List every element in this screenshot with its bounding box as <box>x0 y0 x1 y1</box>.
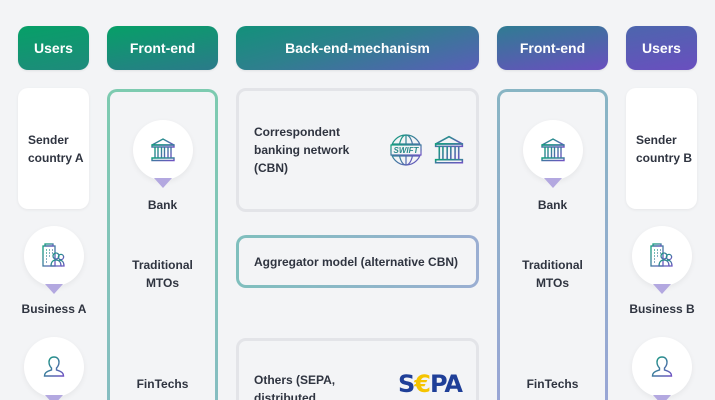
bank-a-label: Bank <box>147 198 178 212</box>
individual-a-circle <box>24 337 84 397</box>
sepa-tagline: Single Euro Payments Area <box>398 396 470 400</box>
bank-icon <box>149 137 177 163</box>
cbn-line1: Correspondent <box>254 125 341 139</box>
traditional-mtos-b-line1: Traditional <box>522 258 583 272</box>
fintechs-b-label: FinTechs <box>526 377 579 391</box>
sender-country-b-card: Sender country B <box>626 88 697 209</box>
cbn-line2: banking network <box>254 143 350 157</box>
sender-country-b-line2: country B <box>636 150 693 165</box>
sender-country-a-line2: country A <box>28 150 84 165</box>
business-people-icon <box>648 242 676 270</box>
business-b-label: Business B <box>629 302 695 316</box>
business-b-pointer <box>653 284 671 294</box>
bank-b-pointer <box>544 178 562 188</box>
sepa-logo: S€PA Single Euro Payments Area <box>398 372 470 400</box>
sender-country-b-line1: Sender <box>636 132 677 147</box>
swift-globe-icon: SWIFT <box>388 132 424 168</box>
business-a-label: Business A <box>21 302 87 316</box>
header-users-b: Users <box>626 26 697 70</box>
traditional-mtos-b-label: Traditional MTOs <box>497 256 608 292</box>
business-a-pointer <box>45 284 63 294</box>
aggregator-model-label: Aggregator model (alternative CBN) <box>254 254 459 269</box>
traditional-mtos-b-line2: MTOs <box>535 276 570 290</box>
others-card: Others (SEPA, distributed ledger technol… <box>236 338 479 400</box>
others-line1: Others (SEPA, distributed <box>254 373 336 400</box>
business-a-circle <box>24 226 84 286</box>
bank-b-circle <box>523 120 583 180</box>
business-people-icon <box>40 242 68 270</box>
cbn-card: Correspondent banking network (CBN) SWIF… <box>236 88 479 212</box>
bank-icon <box>539 137 567 163</box>
traditional-mtos-a-line2: MTOs <box>145 276 180 290</box>
header-frontend-b: Front-end <box>497 26 608 70</box>
person-icon <box>41 354 67 380</box>
sender-country-a-line1: Sender <box>28 132 69 147</box>
cbn-line3: (CBN) <box>254 161 288 175</box>
header-frontend-a: Front-end <box>107 26 218 70</box>
individual-b-circle <box>632 337 692 397</box>
header-backend-mechanism: Back-end-mechanism <box>236 26 479 70</box>
header-users-a: Users <box>18 26 89 70</box>
individual-a-pointer <box>45 395 63 400</box>
traditional-mtos-a-line1: Traditional <box>132 258 193 272</box>
swift-text: SWIFT <box>394 146 420 155</box>
sender-country-a-card: Sender country A <box>18 88 89 209</box>
bank-a-pointer <box>154 178 172 188</box>
individual-b-pointer <box>653 395 671 400</box>
bank-a-circle <box>133 120 193 180</box>
fintechs-a-label: FinTechs <box>136 377 189 391</box>
traditional-mtos-a-label: Traditional MTOs <box>107 256 218 292</box>
aggregator-model-card: Aggregator model (alternative CBN) <box>236 235 479 288</box>
person-icon <box>649 354 675 380</box>
bank-b-label: Bank <box>537 198 568 212</box>
business-b-circle <box>632 226 692 286</box>
bank-icon <box>432 134 466 166</box>
